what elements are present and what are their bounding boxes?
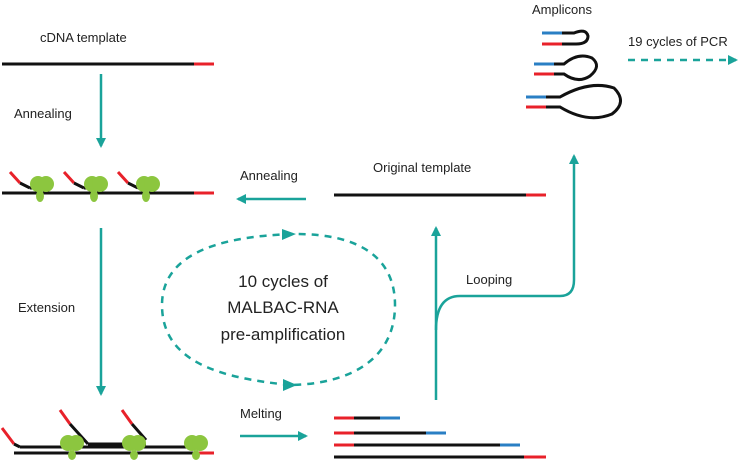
cycle-arrowhead-top xyxy=(282,229,296,240)
annealing-left-label: Annealing xyxy=(14,106,72,121)
cycle-text-line1: 10 cycles of xyxy=(238,272,328,291)
polymerase-group-1 xyxy=(30,176,160,202)
looping-arrow xyxy=(434,154,579,331)
original-template-label: Original template xyxy=(373,160,471,175)
amplicon-loops xyxy=(526,29,622,120)
cycle-loop xyxy=(160,232,397,387)
polymerase-group-2 xyxy=(60,435,208,460)
cycle-text-line2: MALBAC-RNA xyxy=(227,298,339,317)
amplicons-label: Amplicons xyxy=(532,2,592,17)
extended-strand xyxy=(0,409,214,455)
looping-label: Looping xyxy=(466,272,512,287)
melting-label: Melting xyxy=(240,406,282,421)
cycle-arrowhead-bottom xyxy=(283,379,297,391)
melted-products xyxy=(334,416,546,459)
extension-label: Extension xyxy=(18,300,75,315)
cycle-text-line3: pre-amplification xyxy=(221,325,346,344)
pcr-label: 19 cycles of PCR xyxy=(628,34,728,49)
annealing-mid-label: Annealing xyxy=(240,168,298,183)
cdna-template-label: cDNA template xyxy=(40,30,127,45)
